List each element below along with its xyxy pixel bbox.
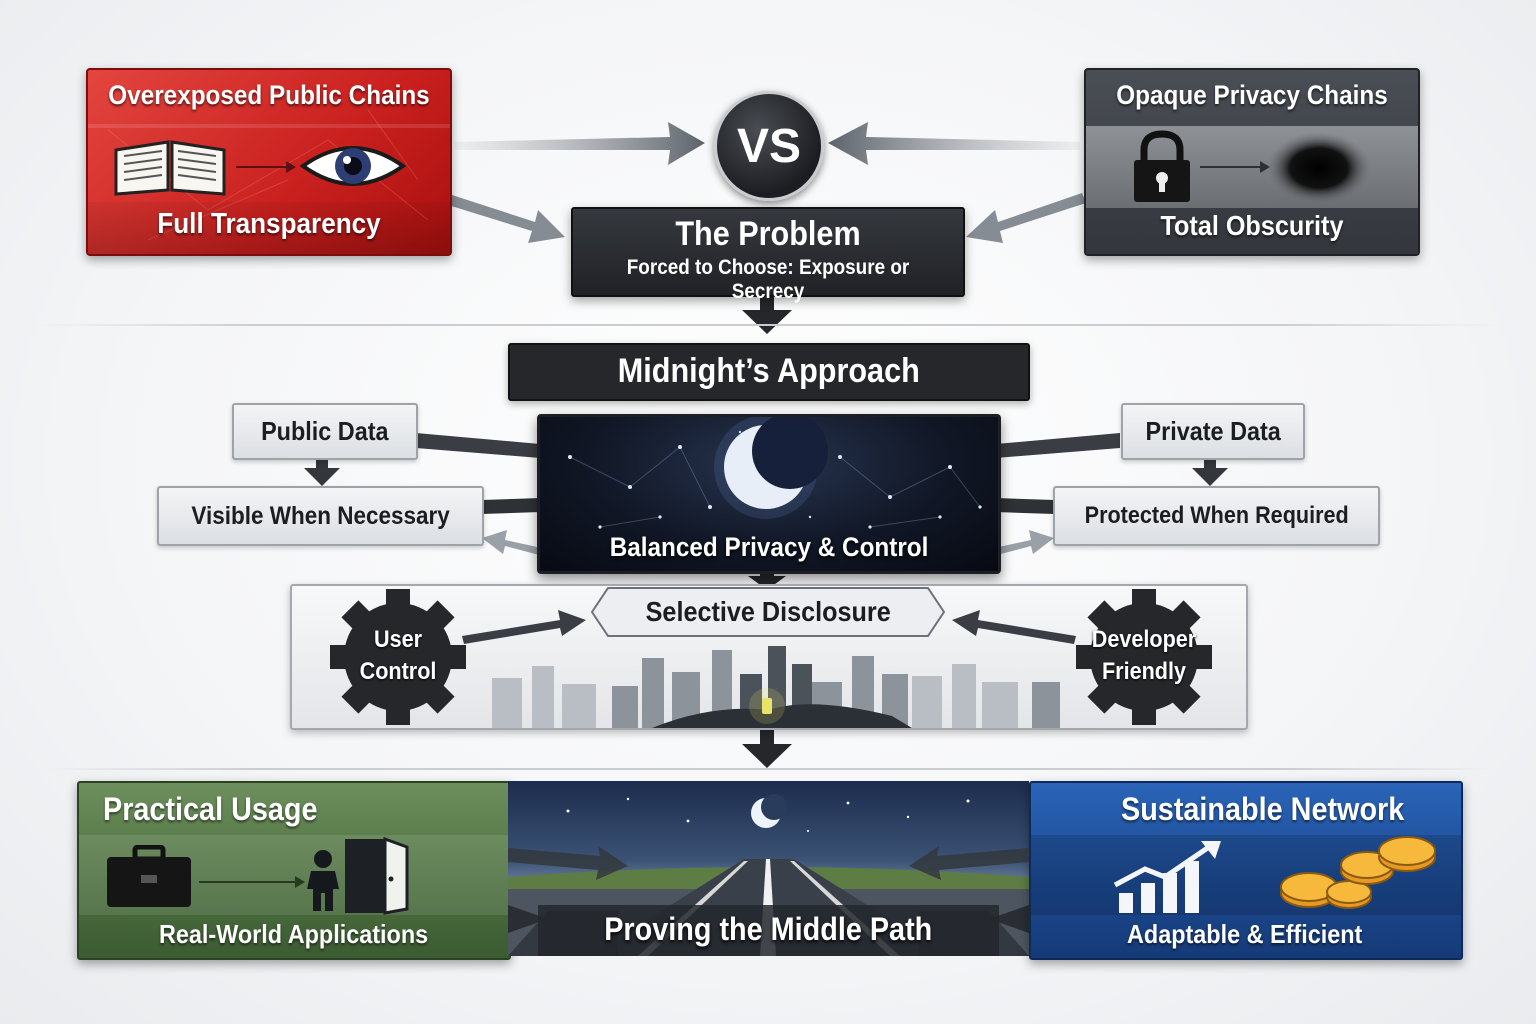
person-icon xyxy=(307,850,339,911)
gear-icon xyxy=(1076,589,1212,725)
problem-box: The Problem Forced to Choose: Exposure o… xyxy=(571,207,965,303)
divider-top xyxy=(40,324,1496,326)
card-subtitle: Adaptable & Efficient xyxy=(1127,919,1363,949)
sustainable-network-card: Sustainable Network Adaptable & Efficien… xyxy=(1029,781,1463,960)
crescent-moon-icon xyxy=(724,417,828,509)
growth-chart-icon xyxy=(1113,841,1221,913)
problem-subtitle: Forced to Choose: Exposure or Secrecy xyxy=(626,256,910,303)
arrow-left-to-vs xyxy=(455,122,705,165)
gear-icon xyxy=(330,589,466,725)
practical-usage-card: Practical Usage Real-World Applications xyxy=(77,781,511,960)
developer-friendly-label: Developer Friendly xyxy=(1091,626,1197,685)
vs-badge: VS xyxy=(714,91,824,201)
opaque-privacy-chains-card: Opaque Privacy Chains Total Obscurity xyxy=(1084,68,1420,256)
card-subtitle: Total Obscurity xyxy=(1160,210,1344,241)
divider-bottom xyxy=(40,768,1496,770)
arrow-down-public xyxy=(304,458,340,486)
arrow-down-panel xyxy=(742,730,792,768)
private-data-label: Private Data xyxy=(1121,403,1305,460)
gear-arrows xyxy=(462,610,1076,644)
user-control-label: User Control xyxy=(359,626,437,685)
coins-icon xyxy=(1280,836,1436,909)
card-title: Opaque Privacy Chains xyxy=(1116,80,1388,110)
arrow-down-private xyxy=(1192,458,1228,486)
center-label: Balanced Privacy & Control xyxy=(609,532,929,562)
door-icon xyxy=(345,837,409,915)
city-skyline-graphic xyxy=(492,646,1060,728)
dark-void-icon xyxy=(1267,132,1371,204)
approach-banner: Midnight’s Approach xyxy=(508,343,1030,401)
constellation-graphic xyxy=(568,417,982,529)
open-book-icon xyxy=(114,140,226,196)
card-title: Practical Usage xyxy=(103,791,318,827)
selective-disclosure-panel: User Control Developer Friendly Selectiv… xyxy=(290,584,1248,730)
balanced-privacy-panel: Balanced Privacy & Control xyxy=(537,414,1001,574)
arrow-right-to-problem xyxy=(966,193,1086,243)
arrow-right-to-vs xyxy=(828,122,1080,165)
approach-title: Midnight’s Approach xyxy=(617,352,921,390)
padlock-icon xyxy=(1134,130,1190,202)
card-subtitle: Real-World Applications xyxy=(159,919,429,949)
connector-public xyxy=(416,433,540,458)
arrow-right-icon xyxy=(236,161,296,173)
connector-protected xyxy=(996,498,1054,514)
road-graphic xyxy=(508,794,1029,956)
eye-icon xyxy=(300,146,406,186)
card-title: Overexposed Public Chains xyxy=(108,80,430,110)
visible-when-necessary-label: Visible When Necessary xyxy=(157,486,484,546)
arrow-left-to-problem xyxy=(448,195,565,243)
connector-private xyxy=(996,433,1120,458)
overexposed-public-chains-card: Overexposed Public Chains Full Transpare… xyxy=(86,68,452,256)
arrow-down-problem xyxy=(742,296,792,334)
card-title: Sustainable Network xyxy=(1121,791,1405,827)
arrow-down-night xyxy=(748,570,786,590)
arrow-right-icon xyxy=(199,876,305,888)
briefcase-icon xyxy=(107,845,191,907)
selective-disclosure-badge: Selective Disclosure xyxy=(590,586,946,638)
selective-disclosure-label: Selective Disclosure xyxy=(645,596,891,627)
crescent-moon-icon xyxy=(751,794,787,828)
middle-path-label: Proving the Middle Path xyxy=(604,911,933,947)
card-subtitle: Full Transparency xyxy=(157,208,381,240)
arrow-right-icon xyxy=(1200,161,1270,173)
glowing-door-icon xyxy=(762,698,772,714)
problem-title: The Problem xyxy=(675,215,861,253)
protected-when-required-label: Protected When Required xyxy=(1053,486,1380,546)
public-data-label: Public Data xyxy=(232,403,418,460)
connector-visible xyxy=(482,498,540,514)
